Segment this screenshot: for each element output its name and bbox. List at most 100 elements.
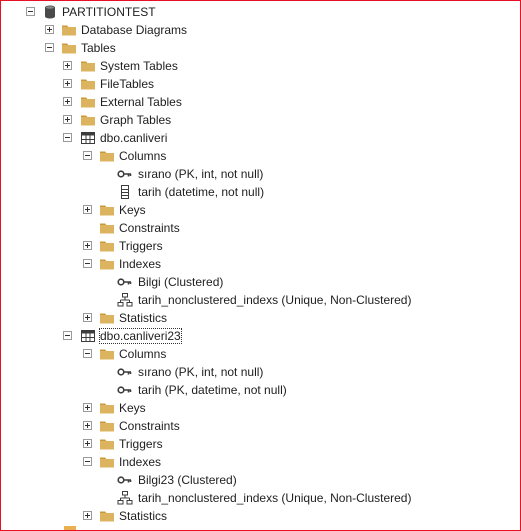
tree-node[interactable]: Triggers (0, 435, 521, 453)
database-icon (42, 4, 58, 20)
tree-node-label: External Tables (100, 95, 182, 109)
tree-node-label: tarih_nonclustered_indexs (Unique, Non-C… (138, 491, 412, 505)
key-icon (117, 382, 133, 398)
collapse-toggle[interactable] (63, 133, 72, 142)
tree-node[interactable]: Indexes (0, 255, 521, 273)
collapse-toggle[interactable] (45, 43, 54, 52)
collapse-toggle[interactable] (83, 259, 92, 268)
folder-icon (99, 508, 115, 524)
folder-icon (99, 346, 115, 362)
tree-node[interactable]: dbo.canliveri (0, 129, 521, 147)
tree-node-label: Bilgi23 (Clustered) (138, 473, 237, 487)
expand-toggle[interactable] (63, 79, 72, 88)
tree-node[interactable]: System Tables (0, 57, 521, 75)
tree-node[interactable]: Triggers (0, 237, 521, 255)
folder-icon (99, 148, 115, 164)
expand-toggle[interactable] (83, 403, 92, 412)
tree-node-label: Statistics (119, 311, 168, 325)
tree-node-label: Indexes (119, 257, 162, 271)
collapse-toggle[interactable] (83, 349, 92, 358)
tree-node-label: sırano (PK, int, not null) (138, 167, 264, 181)
key-icon (117, 364, 133, 380)
tree-node-label: Constraints (119, 419, 180, 433)
tree-node[interactable]: Statistics (0, 507, 521, 525)
tree-node[interactable]: Constraints (0, 417, 521, 435)
collapse-toggle[interactable] (83, 151, 92, 160)
expand-toggle[interactable] (83, 241, 92, 250)
collapse-toggle[interactable] (83, 457, 92, 466)
tree-node[interactable]: tarih_nonclustered_indexs (Unique, Non-C… (0, 489, 521, 507)
tree-node-label: tarih_nonclustered_indexs (Unique, Non-C… (138, 293, 412, 307)
tree-node[interactable]: PARTITIONTEST (0, 3, 521, 21)
tree-node-label: Statistics (119, 509, 168, 523)
tree-node[interactable]: Keys (0, 201, 521, 219)
tree-node[interactable]: Statistics (0, 309, 521, 327)
tree-node-label: sırano (PK, int, not null) (138, 365, 264, 379)
tree-node[interactable]: Database Diagrams (0, 21, 521, 39)
tree-node[interactable]: Tables (0, 39, 521, 57)
tree-node[interactable]: sırano (PK, int, not null) (0, 165, 521, 183)
tree-node[interactable]: Columns (0, 147, 521, 165)
expand-toggle[interactable] (63, 97, 72, 106)
folder-icon (99, 436, 115, 452)
tree-node-label: tarih (datetime, not null) (138, 185, 265, 199)
tree-node[interactable]: Bilgi (Clustered) (0, 273, 521, 291)
expand-toggle[interactable] (63, 61, 72, 70)
expand-toggle[interactable] (83, 511, 92, 520)
tree-node-label: FileTables (100, 77, 155, 91)
tree-node-label: Graph Tables (100, 113, 172, 127)
folder-icon (99, 238, 115, 254)
index-icon (117, 490, 133, 506)
tree-node[interactable]: FileTables (0, 75, 521, 93)
tree-node[interactable]: Columns (0, 345, 521, 363)
tree-node[interactable]: dbo.canliveri23 (0, 327, 521, 345)
tree-node-label: System Tables (100, 59, 178, 73)
key-icon (117, 472, 133, 488)
tree-node-label: Keys (119, 203, 146, 217)
tree-node-label: Columns (119, 347, 167, 361)
tree-node-label: Bilgi (Clustered) (138, 275, 224, 289)
folder-icon (80, 112, 96, 128)
folder-icon (64, 526, 76, 531)
expand-toggle[interactable] (45, 25, 54, 34)
tree-node[interactable]: tarih (datetime, not null) (0, 183, 521, 201)
tree-node-label: Triggers (119, 239, 163, 253)
tree-node[interactable]: tarih (PK, datetime, not null) (0, 381, 521, 399)
expand-toggle[interactable] (63, 115, 72, 124)
tree-node-label: Keys (119, 401, 146, 415)
tree-node-label: Tables (81, 41, 116, 55)
tree-node[interactable]: sırano (PK, int, not null) (0, 363, 521, 381)
tree-node-label: Constraints (119, 221, 180, 235)
folder-icon (99, 418, 115, 434)
folder-icon (99, 256, 115, 272)
folder-icon (99, 454, 115, 470)
expand-toggle[interactable] (83, 205, 92, 214)
tree-node[interactable]: External Tables (0, 93, 521, 111)
tree-node[interactable]: Constraints (0, 219, 521, 237)
folder-icon (80, 76, 96, 92)
tree-node-label: Triggers (119, 437, 163, 451)
column-icon (117, 184, 133, 200)
tree-node-label: PARTITIONTEST (62, 5, 156, 19)
tree-node-label: dbo.canliveri (100, 131, 168, 145)
table-icon (80, 130, 96, 146)
collapse-toggle[interactable] (26, 7, 35, 16)
tree-node[interactable]: Keys (0, 399, 521, 417)
collapse-toggle[interactable] (63, 331, 72, 340)
expand-toggle[interactable] (83, 421, 92, 430)
folder-icon (80, 94, 96, 110)
folder-icon (99, 310, 115, 326)
tree-node[interactable]: Indexes (0, 453, 521, 471)
tree-node[interactable]: Bilgi23 (Clustered) (0, 471, 521, 489)
folder-icon (61, 22, 77, 38)
folder-icon (99, 400, 115, 416)
expand-toggle[interactable] (83, 439, 92, 448)
expand-toggle[interactable] (83, 313, 92, 322)
index-icon (117, 292, 133, 308)
key-icon (117, 274, 133, 290)
tree-node[interactable]: tarih_nonclustered_indexs (Unique, Non-C… (0, 291, 521, 309)
folder-icon (99, 202, 115, 218)
tree-node-label: tarih (PK, datetime, not null) (138, 383, 287, 397)
tree-node[interactable]: Graph Tables (0, 111, 521, 129)
